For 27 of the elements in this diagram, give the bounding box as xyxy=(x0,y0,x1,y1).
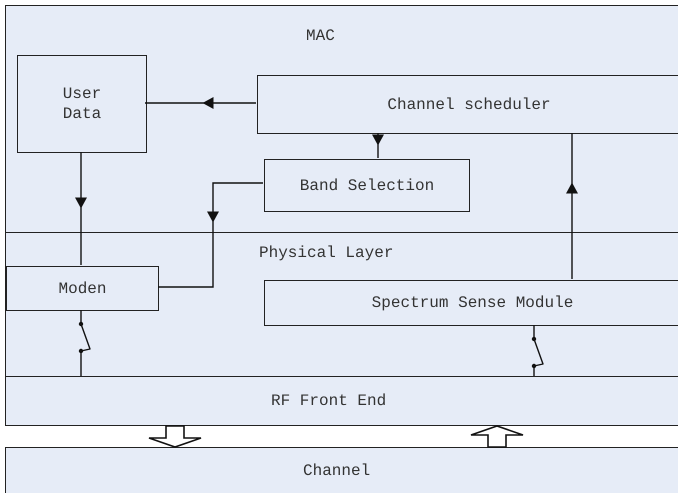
process-box xyxy=(257,75,678,134)
arrow xyxy=(158,182,263,288)
layer-label: RF Front End xyxy=(271,391,386,411)
layer-band xyxy=(5,447,678,493)
box-label: Band Selection xyxy=(300,176,434,196)
process-box xyxy=(264,159,470,212)
layer-band xyxy=(5,5,678,233)
layer-band xyxy=(5,232,678,377)
box-label: Channel scheduler xyxy=(387,94,551,114)
layer-label: Channel xyxy=(303,461,370,481)
switch-line xyxy=(532,325,544,376)
arrow xyxy=(145,97,256,109)
block-arrow xyxy=(148,425,202,448)
box-label: Moden xyxy=(58,278,106,298)
layer-label: Physical Layer xyxy=(259,243,394,263)
box-label: User Data xyxy=(62,84,102,124)
layer-label: MAC xyxy=(306,26,335,46)
process-box xyxy=(17,55,147,153)
arrow xyxy=(372,133,384,158)
block-arrow xyxy=(470,425,524,448)
arrow xyxy=(75,152,87,265)
process-box xyxy=(6,266,159,311)
switch-line xyxy=(78,310,91,376)
process-box xyxy=(264,280,678,326)
layer-band xyxy=(5,376,678,426)
box-label: Spectrum Sense Module xyxy=(372,293,574,313)
arrow xyxy=(566,133,578,279)
